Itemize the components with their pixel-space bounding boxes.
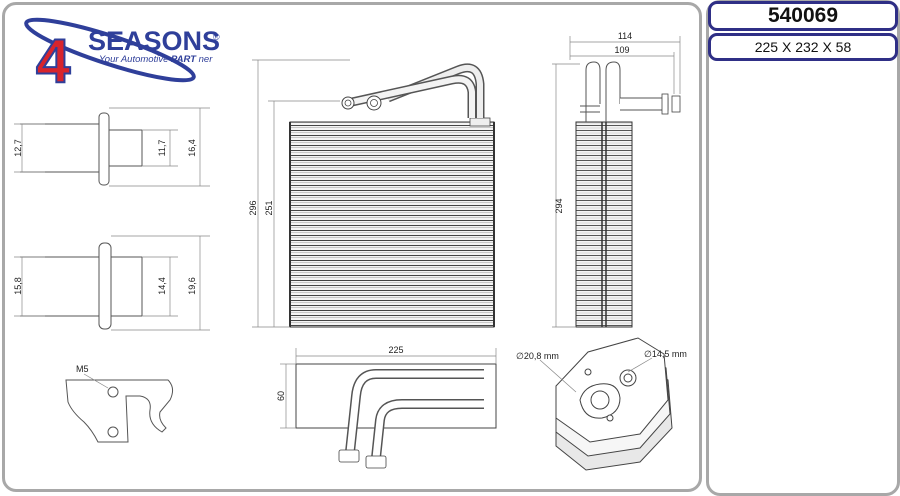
logo-registered: ®	[213, 32, 220, 42]
evaporator-side-view	[552, 36, 681, 328]
fitting-a-flange-dim: 16,4	[187, 139, 197, 157]
logo-brand-name: SEASONS	[88, 26, 220, 56]
side-height-dim: 294	[554, 198, 564, 213]
bracket-thread-label: M5	[76, 364, 89, 374]
product-dimensions: 225 X 232 X 58	[708, 33, 898, 61]
evaporator-front-view	[252, 59, 495, 328]
mounting-bracket-drawing	[65, 373, 174, 443]
part-number: 540069	[708, 1, 898, 31]
front-height-core-dim: 251	[264, 200, 274, 215]
brand-logo: 4 SEASONS ® Your Automotive PART ner	[24, 17, 220, 97]
side-depth-overall-dim: 114	[618, 31, 632, 41]
logo-tagline: Your Automotive PART ner	[99, 54, 213, 65]
expansion-valve-flange	[539, 337, 673, 471]
fitting-b-flange-dim: 19,6	[187, 277, 197, 295]
front-height-overall-dim: 296	[248, 200, 258, 215]
fitting-a-outer-dim: 12,7	[13, 139, 23, 157]
info-sidebar	[706, 0, 900, 496]
flange-port-small-label: ∅14,5 mm	[644, 349, 687, 359]
bottom-depth-dim: 60	[276, 391, 286, 401]
bottom-width-dim: 225	[388, 345, 403, 355]
flange-port-large-label: ∅20,8 mm	[516, 351, 559, 361]
fitting-b-inner-dim: 14,4	[157, 277, 167, 295]
fitting-a-drawing	[14, 107, 210, 187]
fitting-b-outer-dim: 15,8	[13, 277, 23, 295]
evaporator-bottom-view	[280, 348, 497, 469]
fitting-b-drawing	[14, 235, 210, 331]
logo-digit: 4	[36, 27, 71, 96]
logo-swoosh	[24, 17, 196, 83]
side-depth-core-dim: 109	[614, 45, 629, 55]
fitting-a-inner-dim: 11,7	[157, 140, 167, 157]
